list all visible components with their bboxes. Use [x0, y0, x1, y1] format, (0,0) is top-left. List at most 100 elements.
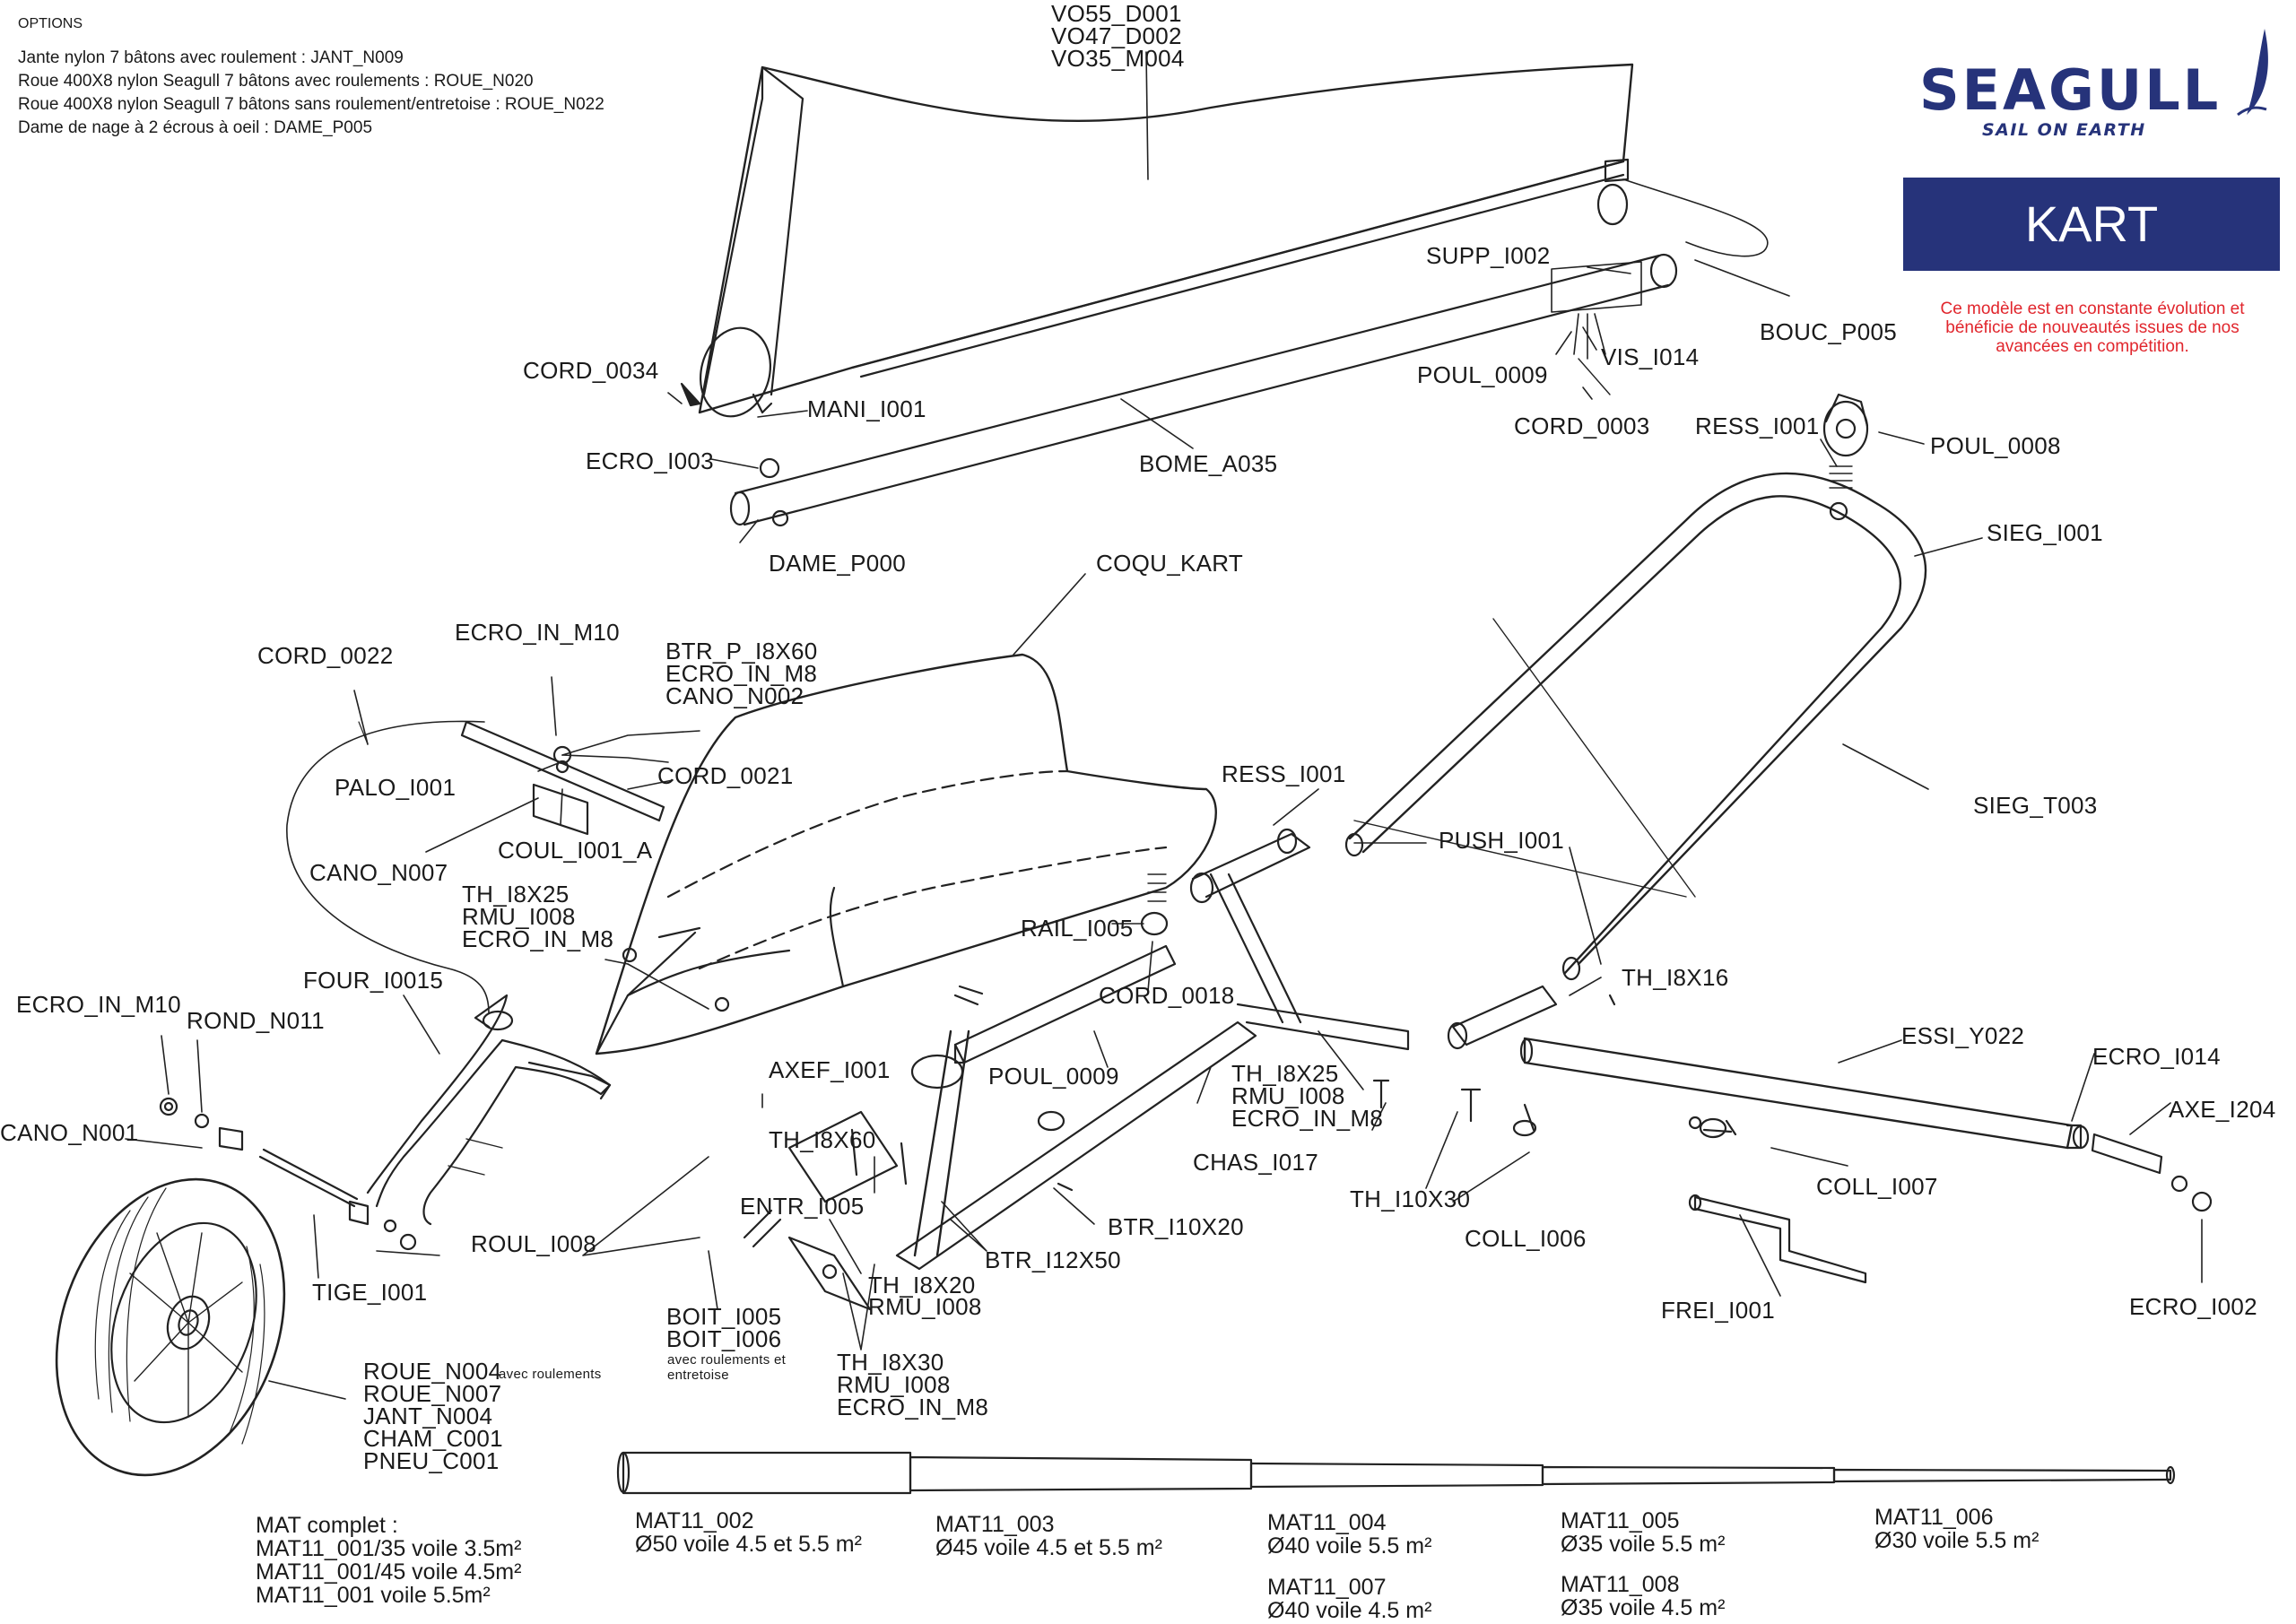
part-label: BOME_A035: [1139, 450, 1278, 477]
part-label: POUL_0008: [1930, 432, 2061, 459]
part-label: JANT_N004: [363, 1403, 493, 1429]
mast-section-desc: Ø40 voile 5.5 m²: [1267, 1533, 1432, 1559]
part-label: ECRO_IN_M8: [665, 660, 818, 687]
part-label: BTR_I12X50: [985, 1246, 1121, 1273]
brake-frei-drawing: [1688, 1194, 1867, 1284]
rail-drawing: [953, 873, 1177, 1064]
axle-parts-left-drawing: [159, 1097, 417, 1251]
mast-sections-drawing: [616, 1451, 2176, 1495]
wheel-roue-drawing: [55, 1177, 286, 1477]
part-label: CANO_N001: [0, 1119, 139, 1146]
part-label: RMU_I008: [837, 1371, 951, 1398]
part-label: CORD_0034: [523, 357, 659, 384]
brand-name: SEAGULL: [1919, 57, 2222, 123]
axle-essi-drawing: [1519, 1037, 2213, 1212]
model-banner: KART: [1903, 178, 2280, 271]
part-label: TH_I8X20: [868, 1272, 976, 1298]
tiller-palo-drawing: [286, 720, 700, 1014]
options-title: OPTIONS: [18, 16, 83, 31]
sail-logo-icon: [2237, 29, 2268, 117]
part-label: RESS_I001: [1695, 413, 1820, 439]
options-line: Roue 400X8 nylon Seagull 7 bâtons avec r…: [18, 72, 534, 91]
part-label: CANO_N007: [309, 859, 448, 886]
sail-drawing: [698, 63, 1769, 418]
seat-frame-drawing: [1344, 472, 1927, 981]
part-label: ECRO_IN_M10: [16, 991, 181, 1018]
part-label: BOIT_I005: [666, 1303, 782, 1330]
fork-four-drawing: [366, 994, 612, 1226]
part-label: BOIT_I006: [666, 1325, 782, 1352]
part-label: TH_I10X30: [1350, 1185, 1471, 1212]
part-label: PNEU_C001: [363, 1447, 500, 1474]
mast-section-desc: Ø35 voile 5.5 m²: [1561, 1532, 1726, 1557]
part-label: COLL_I007: [1816, 1173, 1938, 1200]
mast-section-ref: MAT11_006: [1874, 1505, 1994, 1530]
options-line: Roue 400X8 nylon Seagull 7 bâtons sans r…: [18, 95, 604, 114]
part-label: MANI_I001: [807, 395, 926, 422]
part-label: FREI_I001: [1661, 1297, 1775, 1324]
evolution-notice: Ce modèle est en constante évolution et …: [1940, 300, 2245, 356]
part-label: PUSH_I001: [1439, 827, 1564, 854]
part-label: VO55_D001: [1051, 0, 1182, 27]
part-label: BOUC_P005: [1760, 318, 1897, 345]
part-label: ROUL_I008: [471, 1230, 596, 1257]
part-label: RAIL_I005: [1021, 915, 1134, 942]
part-label: COQU_KART: [1096, 550, 1244, 577]
part-label: TIGE_I001: [312, 1279, 428, 1306]
part-label: ROUE_N004: [363, 1358, 502, 1385]
part-label: POUL_0009: [1417, 361, 1548, 388]
part-label: SIEG_T003: [1973, 792, 2098, 819]
part-label: SUPP_I002: [1426, 242, 1551, 269]
part-label: CHAM_C001: [363, 1425, 503, 1452]
part-label: ECRO_I002: [2129, 1293, 2257, 1320]
mast-section-desc: Ø50 voile 4.5 et 5.5 m²: [635, 1532, 862, 1557]
part-label: RMU_I008: [1231, 1082, 1345, 1109]
part-label: BTR_P_I8X60: [665, 638, 818, 664]
options-line: Jante nylon 7 bâtons avec roulement : JA…: [18, 48, 404, 67]
part-label: ECRO_IN_M8: [1231, 1105, 1384, 1132]
mast-section-ref: MAT11_002: [635, 1508, 754, 1533]
part-label: FOUR_I0015: [303, 967, 444, 994]
chassis-chas-drawing: [787, 828, 1558, 1311]
part-label: BTR_I10X20: [1108, 1213, 1244, 1240]
part-label: ECRO_IN_M8: [462, 925, 614, 952]
part-label: ENTR_I005: [740, 1193, 865, 1220]
mast-section-ref: MAT11_007: [1267, 1575, 1387, 1600]
part-label: TH_I8X25: [462, 881, 570, 908]
part-label: TH_I8X16: [1622, 964, 1729, 991]
shell-coque-drawing: [595, 653, 1217, 1055]
part-label: POUL_0009: [988, 1063, 1119, 1090]
mast-complete-title: MAT complet :: [256, 1513, 398, 1538]
part-label: TH_I8X25: [1231, 1060, 1339, 1087]
part-label: RMU_I008: [462, 903, 576, 930]
part-label: RESS_I001: [1222, 760, 1346, 787]
part-label: VO35_M004: [1051, 45, 1185, 72]
part-label: COUL_I001_A: [498, 837, 653, 864]
options-block: OPTIONS Jante nylon 7 bâtons avec roulem…: [18, 13, 604, 140]
mast-section-ref: MAT11_003: [935, 1512, 1055, 1537]
mast-section-desc: Ø30 voile 5.5 m²: [1874, 1528, 2039, 1553]
part-label: PALO_I001: [335, 774, 457, 801]
part-label: CORD_0022: [257, 642, 394, 669]
mast-section-ref: MAT11_005: [1561, 1508, 1680, 1533]
part-label: ECRO_IN_M10: [455, 619, 620, 646]
mast-complete-item: MAT11_001 voile 5.5m²: [256, 1583, 491, 1608]
part-label: ROUE_N007: [363, 1380, 502, 1407]
part-label: TH_I8X60: [769, 1126, 876, 1153]
mast-complete-item: MAT11_001/35 voile 3.5m²: [256, 1536, 522, 1561]
mast-complete-item: MAT11_001/45 voile 4.5m²: [256, 1559, 522, 1585]
part-label: VIS_I014: [1601, 343, 1700, 370]
part-label: CORD_0021: [657, 762, 794, 789]
part-label: CHAS_I017: [1193, 1149, 1318, 1176]
part-label: AXEF_I001: [769, 1056, 891, 1083]
options-line: Dame de nage à 2 écrous à oeil : DAME_P0…: [18, 118, 373, 137]
leader-arrows: [125, 51, 2203, 1400]
part-label: RMU_I008: [868, 1293, 982, 1320]
part-label: COLL_I006: [1465, 1225, 1587, 1252]
mast-section-desc: Ø45 voile 4.5 et 5.5 m²: [935, 1535, 1162, 1560]
part-label: SIEG_I001: [1987, 519, 2103, 546]
part-label: CANO_N002: [665, 682, 804, 709]
pulley-poul-0008-drawing: [1822, 393, 1869, 489]
part-label: DAME_P000: [769, 550, 906, 577]
